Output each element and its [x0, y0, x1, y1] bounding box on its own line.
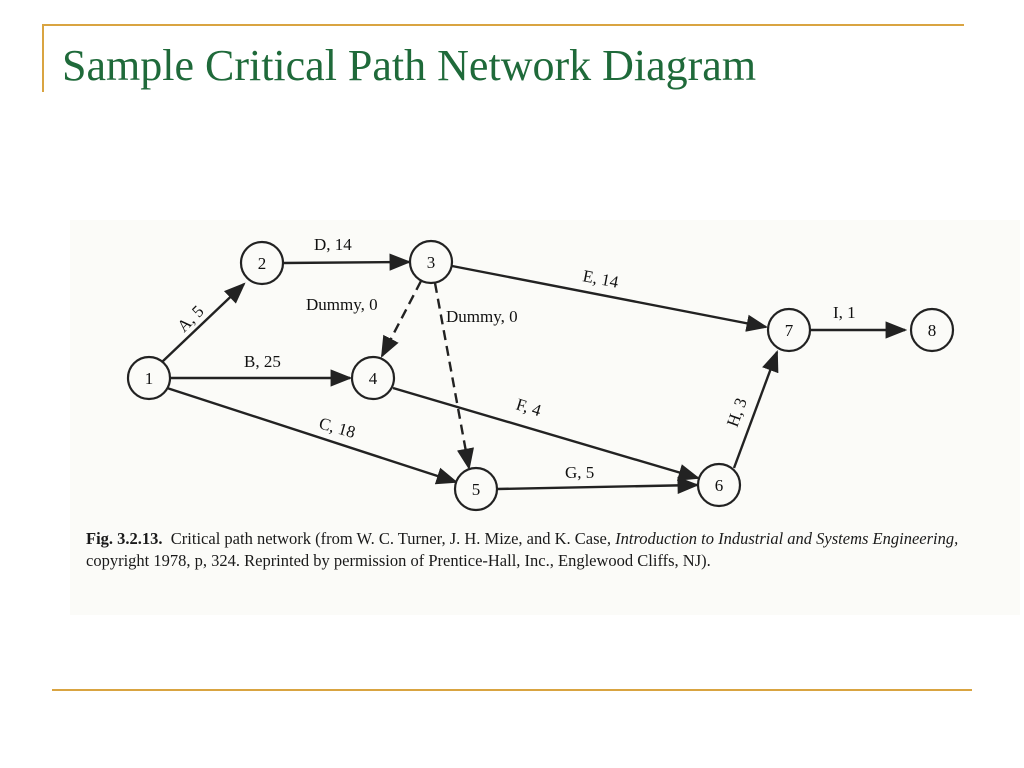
- node-2-circle: [239, 240, 285, 286]
- edge-5-6: [496, 476, 700, 495]
- caption-text-1: Critical path network (from W. C. Turner…: [170, 529, 611, 548]
- edge-2-3: [282, 253, 412, 271]
- node-4-circle: [350, 355, 396, 401]
- edge-label-b: B, 25: [244, 352, 281, 371]
- node-6-circle: [696, 462, 742, 508]
- node-7-label: 7: [785, 321, 794, 340]
- edge-label-dummy-34: Dummy, 0: [306, 295, 378, 314]
- figure-caption: Fig. 3.2.13. Critical path network (from…: [86, 528, 1006, 572]
- node-3-label: 3: [427, 253, 436, 272]
- node-4-label: 4: [369, 369, 378, 388]
- edge-1-5: [166, 386, 459, 485]
- node-8-label: 8: [928, 321, 937, 340]
- node-7-circle: [766, 307, 812, 353]
- edge-label-e: E, 14: [581, 266, 620, 292]
- top-rule: [42, 24, 964, 26]
- slide-title: Sample Critical Path Network Diagram: [62, 41, 757, 90]
- node-5-label: 5: [472, 480, 481, 499]
- node-8-circle: [909, 307, 955, 353]
- node-5-circle: [453, 466, 499, 512]
- edge-6-7: [732, 349, 779, 469]
- edge-4-6: [392, 386, 701, 481]
- left-rule: [42, 24, 44, 92]
- edge-3-7: [451, 264, 769, 332]
- node-1-circle: [126, 355, 172, 401]
- caption-fig-label: Fig. 3.2.13.: [86, 529, 163, 548]
- bottom-rule: [52, 689, 972, 691]
- node-6-label: 6: [715, 476, 724, 495]
- edge-label-a: A, 5: [173, 302, 207, 336]
- node-3-circle: [408, 239, 454, 285]
- edge-label-g: G, 5: [565, 463, 594, 482]
- edge-label-h: H, 3: [723, 395, 751, 429]
- edge-label-i: I, 1: [833, 303, 856, 322]
- caption-book-title: Introduction to Industrial and Systems E…: [615, 529, 959, 548]
- edge-label-d: D, 14: [314, 235, 352, 254]
- node-1-label: 1: [145, 369, 154, 388]
- edge-label-dummy-35: Dummy, 0: [446, 307, 518, 326]
- node-2-label: 2: [258, 254, 267, 273]
- edge-1-2: [161, 282, 246, 363]
- edge-label-f: F, 4: [514, 395, 544, 421]
- caption-text-2: copyright 1978, p, 324. Reprinted by per…: [86, 551, 711, 570]
- edge-3-4-dummy: [380, 280, 423, 358]
